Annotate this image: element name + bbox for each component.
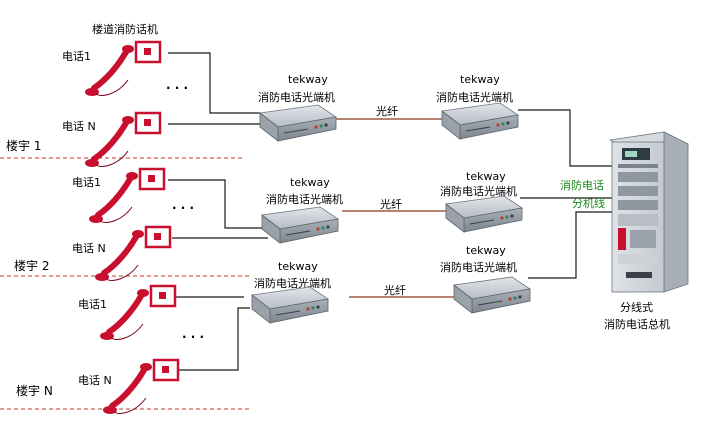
fiber-converter-icon bbox=[259, 104, 337, 142]
host-label: 分线式 bbox=[620, 300, 653, 314]
phone-icon bbox=[100, 286, 175, 340]
converter-label: 消防电话光端机 bbox=[254, 276, 331, 290]
converter-label: 消防电话光端机 bbox=[436, 90, 513, 104]
fiber-label: 光纤 bbox=[376, 104, 398, 118]
corridor-phone-label: 楼道消防话机 bbox=[92, 22, 158, 36]
fiber-converter-icon bbox=[251, 286, 329, 324]
converter-brand: tekway bbox=[466, 244, 506, 257]
converter-brand: tekway bbox=[466, 170, 506, 183]
converter-brand: tekway bbox=[290, 176, 330, 189]
fiber-converter-icon bbox=[261, 206, 339, 244]
phone-n-label: 电话 N bbox=[62, 120, 96, 133]
branch-line-label: 分机线 bbox=[572, 196, 605, 210]
converter-brand: tekway bbox=[278, 260, 318, 273]
building-label: 楼宇 N bbox=[16, 383, 53, 398]
building-label: 楼宇 1 bbox=[6, 138, 41, 153]
fiber-converter-icon bbox=[453, 276, 531, 314]
converter-label: 消防电话光端机 bbox=[258, 90, 335, 104]
phone-lines bbox=[168, 52, 268, 371]
fiber-label: 光纤 bbox=[380, 197, 402, 211]
fiber-converter-icon bbox=[445, 195, 523, 233]
phone-icon bbox=[95, 227, 170, 281]
phone-1-label: 电话1 bbox=[62, 50, 91, 63]
fiber-converter-icon bbox=[441, 102, 519, 140]
host-cabinet-icon bbox=[608, 131, 690, 293]
phone-n-label: 电话 N bbox=[78, 374, 112, 387]
converter-label: 消防电话光端机 bbox=[440, 260, 517, 274]
phone-icon bbox=[103, 360, 178, 414]
fiber-label: 光纤 bbox=[384, 283, 406, 297]
fiber-lines bbox=[336, 118, 454, 298]
phone-1-label: 电话1 bbox=[78, 298, 107, 311]
branch-lines bbox=[518, 109, 612, 279]
phone-icon bbox=[85, 42, 160, 96]
ellipsis: · · · bbox=[166, 81, 188, 95]
ellipsis: · · · bbox=[182, 330, 204, 344]
ellipsis: · · · bbox=[172, 201, 194, 215]
converter-label: 消防电话光端机 bbox=[440, 184, 517, 198]
building-label: 楼宇 2 bbox=[14, 258, 49, 273]
converter-brand: tekway bbox=[460, 73, 500, 86]
host-label: 消防电话总机 bbox=[604, 317, 670, 331]
phone-1-label: 电话1 bbox=[72, 176, 101, 189]
converter-brand: tekway bbox=[288, 73, 328, 86]
branch-line-label: 消防电话 bbox=[560, 178, 604, 192]
converter-label: 消防电话光端机 bbox=[266, 192, 343, 206]
phone-n-label: 电话 N bbox=[72, 242, 106, 255]
phone-icon bbox=[85, 113, 160, 167]
